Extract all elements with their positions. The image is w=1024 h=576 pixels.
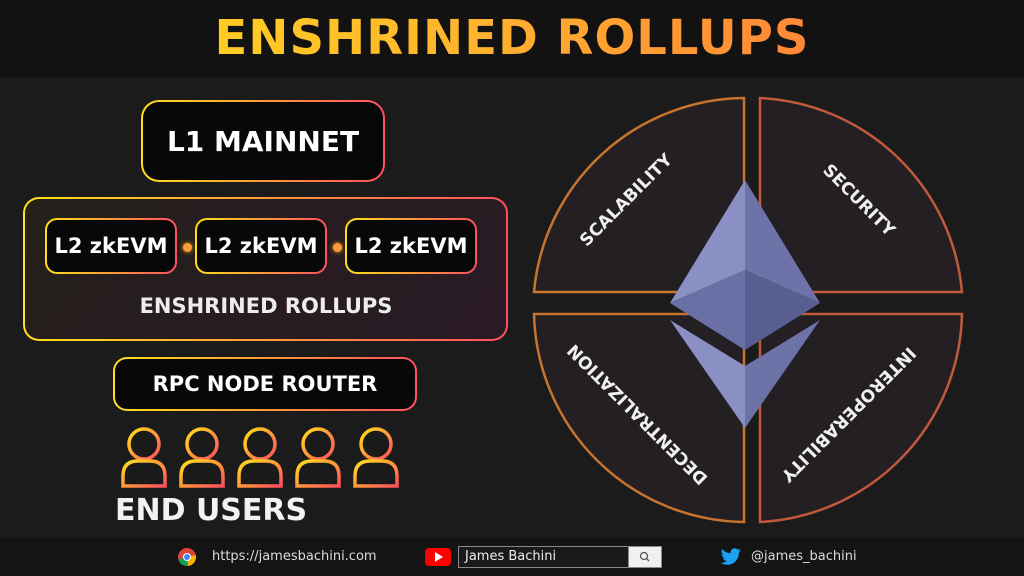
zkevm-label: L2 zkEVM <box>54 234 168 258</box>
youtube-search-button[interactable] <box>628 546 662 568</box>
chrome-icon <box>178 548 197 567</box>
quadrant-security <box>758 96 964 294</box>
youtube-channel-name: James Bachini <box>465 549 557 564</box>
ethereum-logo-icon <box>670 180 820 428</box>
ethereum-quadrant-diagram: SCALABILITY SECURITY DECENTRALIZATION IN… <box>532 96 964 524</box>
zkevm-box-1: L2 zkEVM <box>45 218 177 274</box>
twitter-icon <box>720 548 741 565</box>
connector-dot <box>183 243 192 252</box>
twitter-handle[interactable]: @james_bachini <box>751 549 857 564</box>
end-users-icons <box>121 427 399 488</box>
zkevm-box-3: L2 zkEVM <box>345 218 477 274</box>
website-link[interactable]: https://jamesbachini.com <box>212 549 377 564</box>
header-bar <box>0 0 1024 78</box>
l1-mainnet-label: L1 MAINNET <box>166 124 360 158</box>
user-icon <box>353 427 399 488</box>
user-icon <box>237 427 283 488</box>
enshrined-rollups-label: ENSHRINED ROLLUPS <box>139 294 393 318</box>
quadrant-interoperability <box>758 312 964 524</box>
user-icon <box>179 427 225 488</box>
quadrant-scalability <box>532 96 746 294</box>
user-icon <box>121 427 167 488</box>
rpc-node-router-box: RPC NODE ROUTER <box>113 357 417 411</box>
connector-dot <box>333 243 342 252</box>
search-icon <box>639 551 650 562</box>
page-title: ENSHRINED ROLLUPS <box>0 10 1024 66</box>
quadrant-decentralization <box>532 312 746 524</box>
youtube-icon <box>425 548 451 566</box>
zkevm-label: L2 zkEVM <box>204 234 318 258</box>
user-icon <box>295 427 341 488</box>
youtube-search-box[interactable]: James Bachini <box>458 546 629 568</box>
rpc-node-router-label: RPC NODE ROUTER <box>152 372 378 396</box>
zkevm-label: L2 zkEVM <box>354 234 468 258</box>
end-users-label: END USERS <box>115 493 308 528</box>
l1-mainnet-box: L1 MAINNET <box>141 100 385 182</box>
zkevm-box-2: L2 zkEVM <box>195 218 327 274</box>
